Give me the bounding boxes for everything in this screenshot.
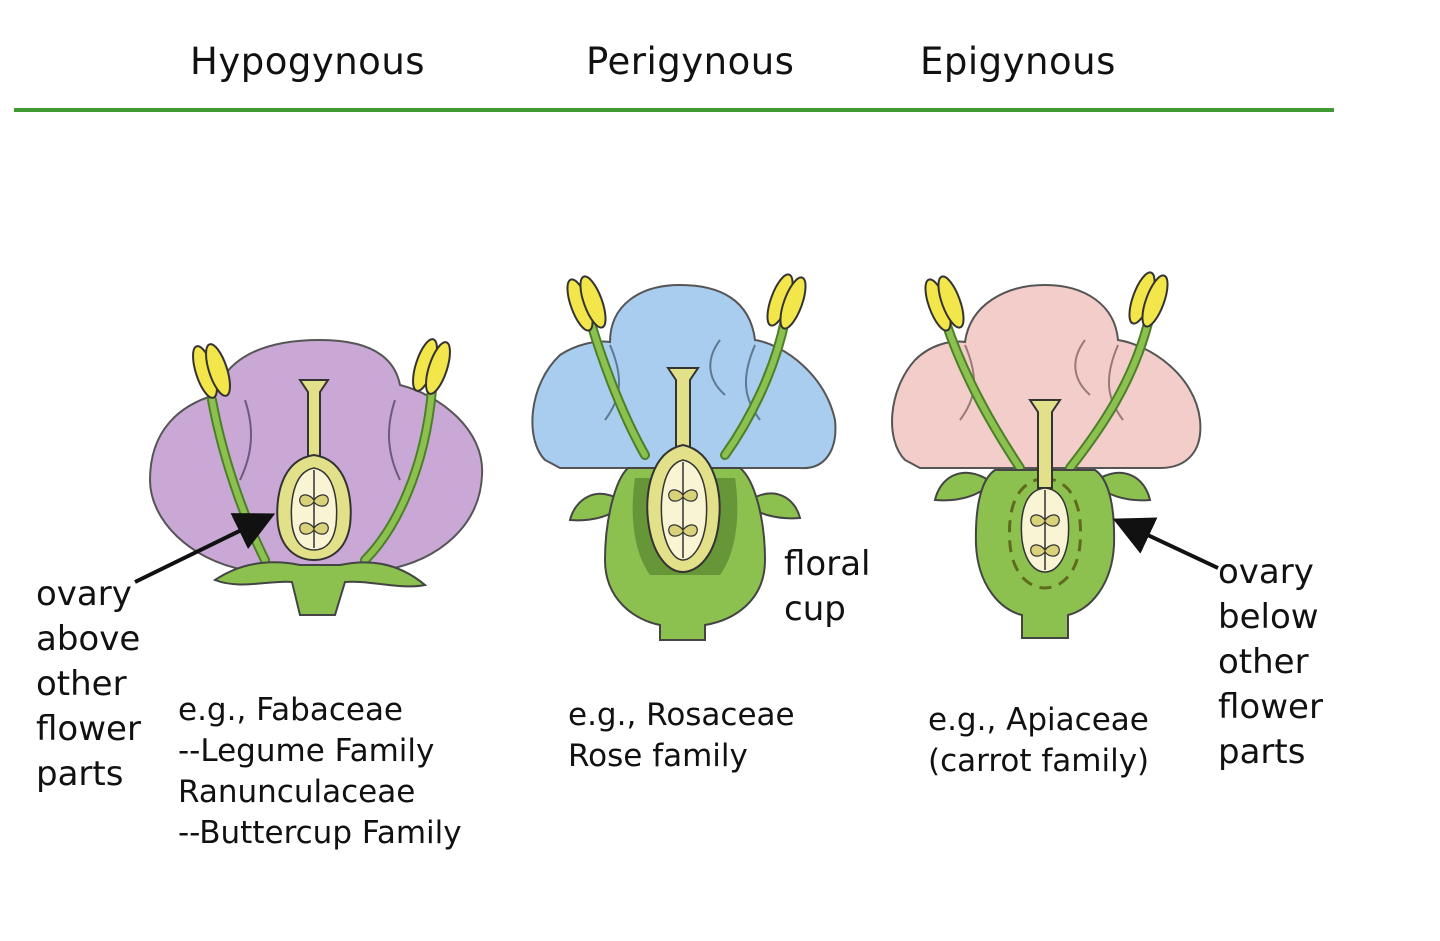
example-perigynous: e.g., Rosaceae Rose family [568,697,795,774]
header-hypogynous: Hypogynous [190,40,426,83]
ovary-above-arrow [134,513,276,584]
example-epigynous: e.g., Apiaceae (carrot family) [928,702,1150,779]
ovary-below-arrow [1112,517,1219,570]
hypogynous-anther-right [412,338,451,395]
header-divider [14,108,1334,112]
example-hypogynous: e.g., Fabaceae --Legume Family Ranuncula… [178,692,462,851]
hypogynous-flower [148,338,484,616]
epigynous-anther-left [924,275,965,332]
epigynous-anther-right [1128,271,1169,328]
perigynous-anther-right [766,273,807,330]
header-perigynous: Perigynous [586,40,795,83]
epigynous-pistil [1020,399,1070,573]
hypogynous-anther-left [192,343,231,399]
epigynous-flower [891,271,1202,639]
label-ovary-above: ovary above other flower parts [36,574,141,794]
label-floral-cup: floral cup [784,544,871,629]
hypogynous-receptacle [212,561,428,616]
label-ovary-below: ovary below other flower parts [1218,552,1323,772]
epigynous-petals [891,283,1202,469]
perigynous-flower [531,273,837,641]
header-epigynous: Epigynous [920,40,1116,83]
hypogynous-pistil [276,379,352,562]
perigynous-pistil [646,367,721,574]
perigynous-anther-left [566,275,607,332]
